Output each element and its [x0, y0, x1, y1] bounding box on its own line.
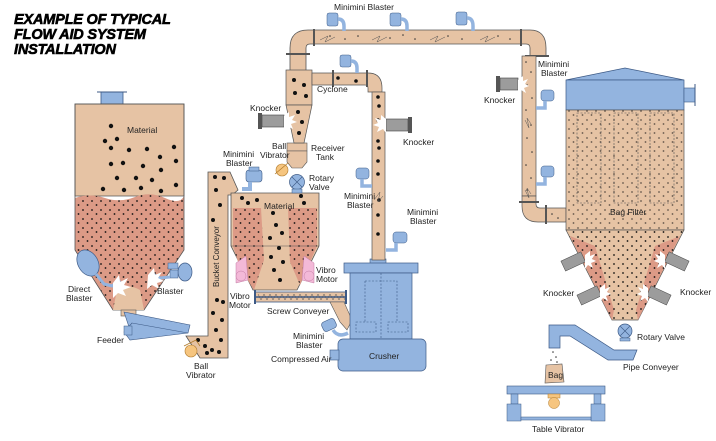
minimini-blaster-riser-label-2: Blaster	[347, 200, 374, 210]
diagram-title: EXAMPLE OF TYPICAL FLOW AID SYSTEM INSTA…	[14, 12, 172, 58]
minimini-blaster-top-label: Minimini Blaster	[334, 2, 394, 12]
bucket-conveyor-label: Bucket Conveyor	[212, 226, 221, 287]
minimini-blaster-riser-label-1: Minimini	[344, 191, 375, 201]
rotary-valve-top-label-1: Rotary	[309, 173, 335, 183]
knocker-filter-left-2	[576, 284, 611, 306]
vibro-motor-right-label-1: Vibro	[316, 265, 336, 275]
knocker-filter-right-1	[654, 251, 690, 272]
bag-filter-label: Bag Filter	[610, 207, 647, 217]
knocker-right-pipe-label: Knocker	[484, 95, 515, 105]
minimini-blaster-riser2-label-2: Blaster	[410, 216, 437, 226]
blast-burst-icon	[113, 275, 131, 298]
vibro-motor-left: Vibro Motor	[229, 255, 251, 310]
knocker-filter-right-2	[637, 284, 672, 306]
title-line-1: EXAMPLE OF TYPICAL	[14, 12, 172, 28]
receiver-tank-label-2: Tank	[316, 152, 335, 162]
vibro-motor-left-label-1: Vibro	[230, 291, 250, 301]
table-vibrator-label: Table Vibrator	[532, 424, 584, 434]
blast-burst-icon	[518, 76, 529, 94]
knocker-riser-label: Knocker	[403, 137, 434, 147]
blaster-label: Blaster	[157, 286, 184, 296]
direct-blaster-label-2: Blaster	[66, 293, 93, 303]
minimini-blaster-crusher-label-2: Blaster	[296, 340, 323, 350]
rotary-valve-top: Rotary Valve	[289, 173, 335, 194]
bag-filter: Bag Filter	[565, 67, 696, 321]
hopper-material-label: Material	[127, 125, 157, 135]
blast-burst-icon	[585, 251, 596, 269]
crusher: Crusher Compressed Air	[271, 258, 427, 372]
title-line-3: INSTALLATION	[14, 42, 117, 58]
bag: Bag	[544, 351, 565, 384]
screw-conveyor: Screw Conveyer	[254, 290, 353, 331]
screw-conveyor-label: Screw Conveyer	[267, 306, 330, 316]
table-vibrator: Table Vibrator	[506, 385, 606, 434]
bag-label: Bag	[548, 370, 563, 380]
pipe-conveyor-label: Pipe Conveyer	[623, 362, 679, 372]
rotary-valve-bottom-label: Rotary Valve	[637, 332, 685, 342]
pipe-conveyor: Pipe Conveyer	[548, 324, 679, 372]
ball-vibrator-top-label-2: Vibrator	[260, 150, 290, 160]
mixer-material-label: Material	[264, 201, 294, 211]
cyclone-label: Cyclone	[317, 84, 348, 94]
ball-vibrator-bottom: Ball Vibrator	[183, 339, 216, 380]
knocker-cyclone-label: Knocker	[250, 103, 281, 113]
ball-vibrator-bottom-label-1: Ball	[194, 361, 208, 371]
blast-burst-icon	[637, 284, 648, 302]
minimini-blaster-riser2: Minimini Blaster	[386, 207, 438, 252]
knocker-right-pipe: Knocker	[484, 76, 529, 105]
hopper-inlet	[100, 91, 124, 105]
mixer-tank: Material	[230, 192, 320, 291]
minimini-blaster-bucket-label-1: Minimini	[223, 149, 254, 159]
blast-burst-icon	[600, 284, 611, 302]
ball-vibrator-bottom-label-2: Vibrator	[186, 370, 216, 380]
direct-blaster-label-1: Direct	[68, 284, 91, 294]
title-line-2: FLOW AID SYSTEM	[14, 27, 147, 43]
rotary-valve-bottom: Rotary Valve	[617, 323, 685, 342]
minimini-blaster-riser: Minimini Blaster	[344, 167, 375, 210]
vibro-motor-left-label-2: Motor	[229, 300, 251, 310]
ball-vibrator-top: Ball Vibrator	[260, 141, 290, 177]
blast-burst-icon	[147, 268, 164, 289]
feeder: Feeder	[97, 311, 191, 345]
minimini-blaster-right: Minimini Blaster	[536, 59, 569, 186]
minimini-blaster-crusher: Minimini Blaster	[293, 318, 349, 350]
knockers-filter: Knocker Knocker	[543, 251, 711, 306]
down-pipe	[519, 55, 567, 224]
minimini-blaster-top-2	[389, 12, 409, 31]
knocker-cyclone: Knocker	[250, 103, 297, 130]
minimini-blaster-riser2-label-1: Minimini	[407, 207, 438, 217]
compressed-air-label: Compressed Air	[271, 354, 332, 364]
knocker-riser: Knocker	[373, 115, 434, 147]
top-pipe	[286, 29, 549, 73]
minimini-blaster-right-label-2: Blaster	[541, 68, 568, 78]
minimini-blaster-right-label-1: Minimini	[538, 59, 569, 69]
blast-burst-icon	[654, 251, 665, 269]
material-hopper: Material	[74, 91, 185, 317]
crusher-label: Crusher	[369, 351, 399, 361]
rotary-valve-top-label-2: Valve	[309, 182, 330, 192]
knocker-filter-right-label: Knocker	[680, 287, 711, 297]
minimini-blaster-bucket-label-2: Blaster	[226, 158, 253, 168]
minimini-blaster-crusher-label-1: Minimini	[293, 331, 324, 341]
blast-burst-icon	[373, 115, 386, 133]
vibro-motor-right: Vibro Motor	[301, 255, 338, 284]
ball-vibrator-top-label-1: Ball	[272, 141, 286, 151]
feeder-label: Feeder	[97, 335, 124, 345]
minimini-blasters-top: Minimini Blaster	[326, 2, 475, 31]
knocker-filter-left-1	[560, 251, 596, 272]
blaster: Blaster	[147, 262, 193, 296]
minimini-blaster-top-3	[455, 11, 475, 31]
bucket-conveyor: Bucket Conveyor	[185, 171, 239, 359]
cyclone: Cyclone	[285, 54, 383, 144]
blast-burst-icon	[284, 112, 297, 130]
minimini-blaster-top-1	[326, 12, 346, 31]
receiver-tank: Receiver Tank	[286, 142, 345, 169]
minimini-blaster-bucket: Minimini Blaster	[223, 149, 263, 191]
direct-blaster: Direct Blaster	[66, 249, 131, 303]
knocker-filter-left-label: Knocker	[543, 288, 574, 298]
receiver-tank-label-1: Receiver	[311, 143, 345, 153]
vibro-motor-right-label-2: Motor	[316, 274, 338, 284]
